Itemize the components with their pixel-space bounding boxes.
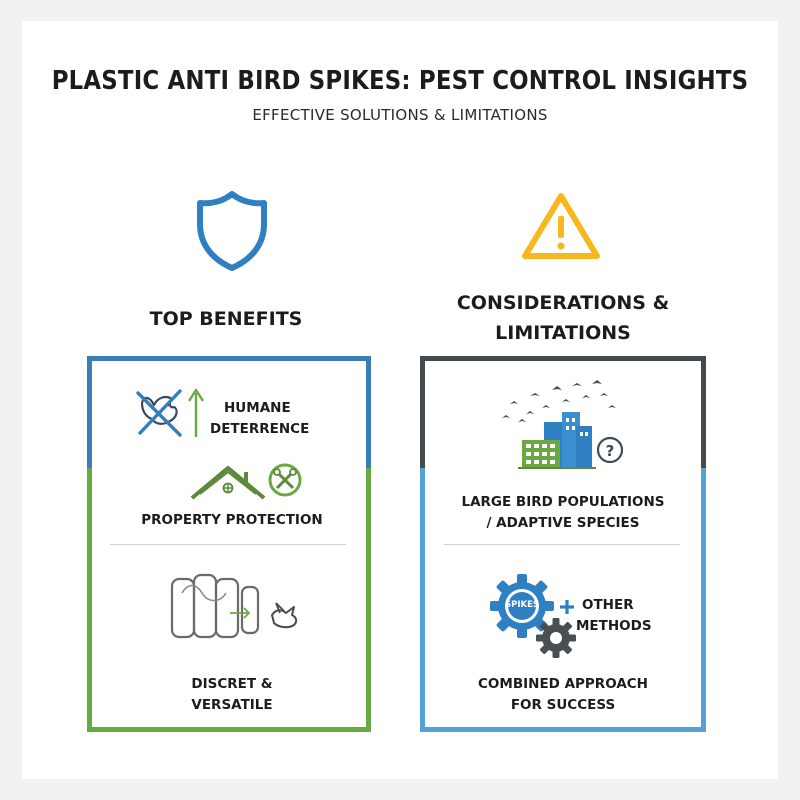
page-subtitle: EFFECTIVE SOLUTIONS & LIMITATIONS — [252, 106, 548, 124]
limitations-heading-line2: LIMITATIONS — [495, 322, 631, 344]
warning-icon — [522, 193, 600, 259]
limitations-divider — [444, 544, 680, 545]
combined-approach-label: COMBINED APPROACH FOR SUCCESS — [425, 674, 701, 716]
spikes-bird-icon — [170, 573, 298, 639]
property-protection-label: PROPERTY PROTECTION — [141, 512, 323, 528]
svg-text:?: ? — [606, 442, 615, 460]
other-methods-line2: METHODS — [576, 618, 652, 634]
humane-deterrence-label: HUMANE DETERRENCE — [210, 398, 310, 440]
gear-spikes-text: SPIKES — [504, 600, 540, 610]
plus-icon — [560, 600, 574, 614]
large-bird-populations-label: LARGE BIRD POPULATIONS / ADAPTIVE SPECIE… — [425, 492, 701, 534]
discret-versatile-line1: DISCRET & — [191, 676, 273, 692]
other-methods-label: OTHER METHODS — [576, 595, 652, 637]
shield-icon — [197, 191, 267, 271]
limitations-panel-top-band — [420, 356, 706, 468]
discret-versatile-line2: VERSATILE — [191, 697, 273, 713]
page-title: PLASTIC ANTI BIRD SPIKES: PEST CONTROL I… — [51, 66, 749, 96]
city-birds-icon: ? — [502, 380, 624, 469]
benefits-divider — [110, 544, 346, 545]
combined-approach-line2: FOR SUCCESS — [510, 697, 616, 713]
humane-deterrence-line1: HUMANE — [224, 400, 291, 416]
infographic-card — [22, 21, 778, 779]
crossed-bird-icon — [136, 388, 205, 437]
benefits-panel-top-band — [87, 356, 371, 468]
large-bird-populations-line1: LARGE BIRD POPULATIONS — [461, 494, 665, 510]
house-repair-icon — [190, 463, 302, 500]
combined-approach-line1: COMBINED APPROACH — [478, 676, 648, 692]
limitations-heading: CONSIDERATIONS & LIMITATIONS — [420, 288, 706, 348]
benefits-heading: TOP BENEFITS — [106, 304, 346, 334]
large-bird-populations-line2: / ADAPTIVE SPECIES — [486, 515, 640, 531]
discret-versatile-label: DISCRET & VERSATILE — [120, 674, 344, 716]
gears-icon — [490, 574, 576, 658]
humane-deterrence-line2: DETERRENCE — [210, 421, 310, 437]
limitations-heading-line1: CONSIDERATIONS & — [456, 292, 670, 314]
other-methods-line1: OTHER — [582, 597, 634, 613]
limitations-panel — [420, 356, 706, 732]
benefits-panel — [87, 356, 371, 732]
benefits-heading-text: TOP BENEFITS — [149, 308, 303, 330]
